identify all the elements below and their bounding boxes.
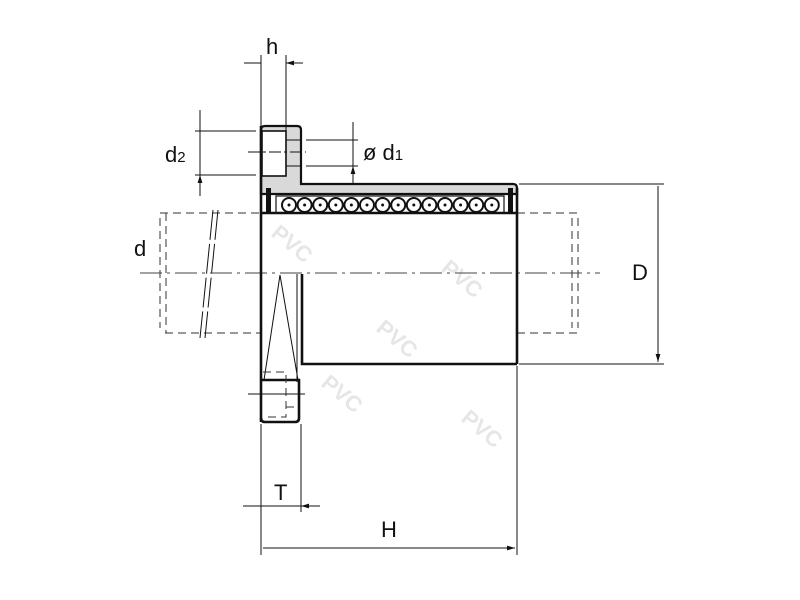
ball-center bbox=[490, 203, 494, 207]
ball-center bbox=[443, 203, 447, 207]
bearing-body bbox=[259, 126, 519, 422]
ball-center bbox=[412, 203, 416, 207]
ball-center bbox=[287, 203, 291, 207]
seal-right bbox=[508, 188, 513, 213]
ball-center bbox=[303, 203, 307, 207]
dimension-h: h bbox=[244, 34, 303, 131]
ball-center bbox=[459, 203, 463, 207]
ball-center bbox=[474, 203, 478, 207]
ball-row bbox=[275, 195, 505, 214]
dimension-T: T bbox=[243, 424, 320, 555]
shaft-outline bbox=[159, 209, 579, 339]
ball-center bbox=[396, 203, 400, 207]
watermark: PVC bbox=[457, 405, 508, 453]
dimension-H: H bbox=[263, 366, 517, 555]
watermark: PVC bbox=[437, 255, 488, 303]
label-d: d bbox=[134, 236, 146, 261]
label-d2: d2 bbox=[165, 142, 186, 167]
watermark: PVC bbox=[372, 315, 423, 363]
label-h: h bbox=[266, 34, 278, 59]
ball-center bbox=[318, 203, 322, 207]
dimension-d2: d2 bbox=[165, 110, 306, 196]
watermark: PVC bbox=[267, 220, 318, 268]
label-D: D bbox=[632, 260, 648, 285]
dimension-D: D bbox=[519, 183, 664, 364]
label-H: H bbox=[381, 517, 397, 542]
watermark: PVC bbox=[317, 370, 368, 418]
ball-center bbox=[334, 203, 338, 207]
ball-center bbox=[381, 203, 385, 207]
label-T: T bbox=[274, 480, 287, 505]
seal-left bbox=[266, 188, 271, 213]
ball-center bbox=[349, 203, 353, 207]
counterbore-upper bbox=[261, 130, 287, 177]
ball-center bbox=[427, 203, 431, 207]
ball-center bbox=[365, 203, 369, 207]
flange-lower-section bbox=[248, 274, 305, 424]
